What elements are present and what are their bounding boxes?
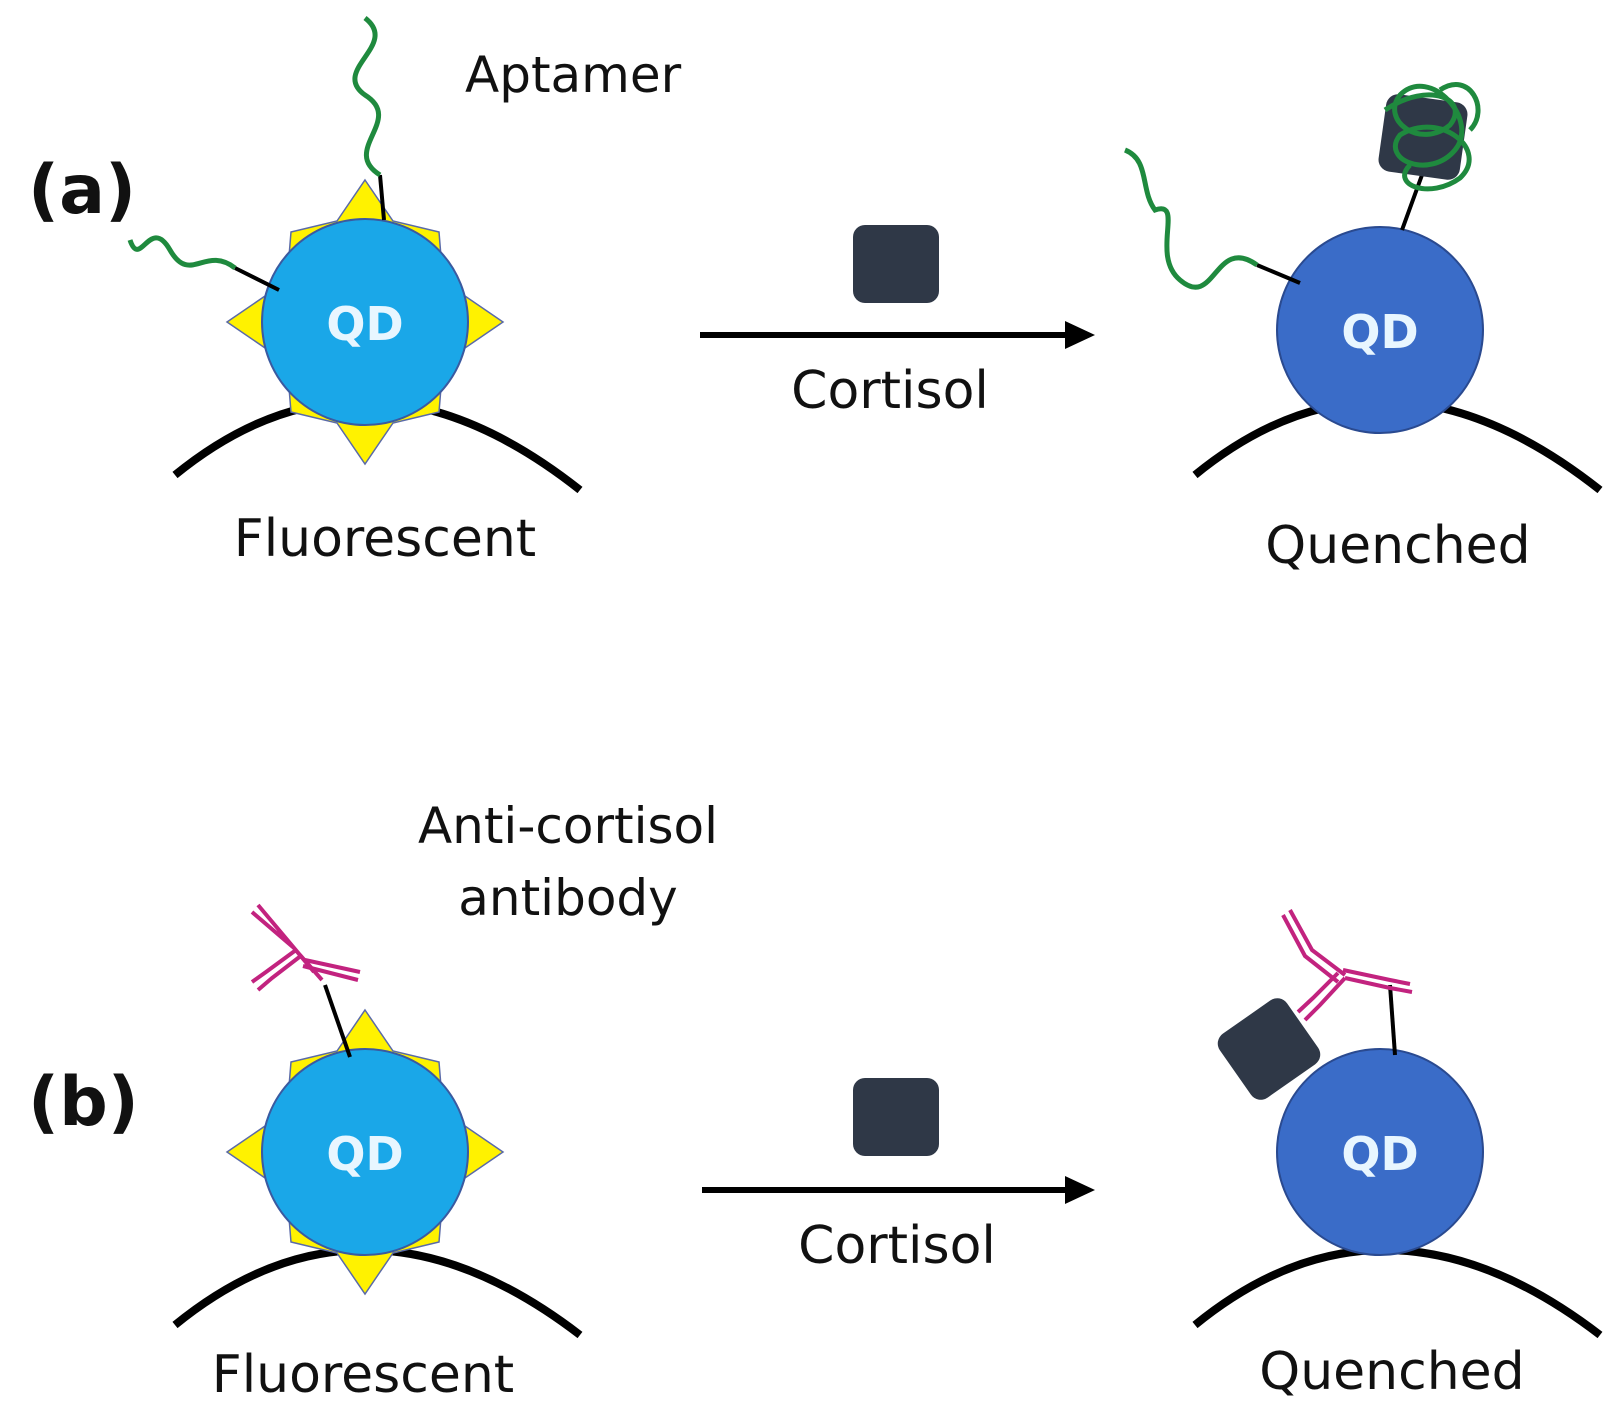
fluorescent-label: Fluorescent (212, 1345, 514, 1405)
cortisol-square-icon (853, 225, 939, 303)
reaction-arrow-b: Cortisol (702, 1078, 1095, 1276)
folded-aptamer-icon (1383, 82, 1481, 192)
antibody-icon (250, 903, 361, 992)
aptamer-strand-icon (127, 235, 237, 271)
antibody-label-line2: antibody (458, 869, 677, 927)
qd-label: QD (326, 297, 403, 351)
quantum-dot-icon (261, 218, 469, 426)
cortisol-label: Cortisol (798, 1216, 996, 1276)
cortisol-square-icon (853, 1078, 939, 1156)
fluorescent-label: Fluorescent (234, 509, 536, 569)
cortisol-label: Cortisol (791, 361, 989, 421)
quenched-qd-b: QD Quenched (1192, 909, 1603, 1402)
qd-label: QD (1341, 305, 1418, 359)
qd-label: QD (1341, 1127, 1418, 1181)
linker-line (1256, 263, 1301, 285)
quantum-dot-icon (1276, 226, 1484, 434)
quantum-dot-icon (1276, 1048, 1484, 1256)
aptamer-label: Aptamer (465, 46, 682, 104)
panel-a-label: (a) (28, 151, 136, 230)
quenched-label: Quenched (1259, 1342, 1524, 1402)
fluorescent-qd-a: QD Fluorescent (127, 16, 583, 569)
linker-line (323, 984, 352, 1058)
linker-line (234, 266, 280, 292)
quantum-dot-icon (261, 1048, 469, 1256)
arrow-head-icon (1065, 321, 1095, 349)
surface-curve-icon (1192, 1246, 1603, 1339)
reaction-arrow-a: Cortisol (700, 225, 1095, 421)
quenched-label: Quenched (1265, 516, 1530, 576)
quenched-qd-a: QD Quenched (1123, 82, 1603, 576)
linker-line (378, 174, 386, 221)
arrow-head-icon (1065, 1176, 1095, 1204)
linker-line (1400, 174, 1424, 231)
antibody-label-line1: Anti-cortisol (418, 797, 718, 855)
linker-line (1388, 984, 1397, 1056)
aptamer-strand-icon (352, 16, 382, 178)
qd-label: QD (326, 1127, 403, 1181)
antibody-icon (1281, 909, 1413, 1022)
bound-cortisol-icon (1217, 998, 1321, 1100)
panel-a: (a) Aptamer QD Fluorescent Cortisol (28, 16, 1603, 576)
aptamer-strand-icon (1123, 147, 1259, 290)
fluorescent-qd-b: QD Fluorescent (172, 903, 583, 1405)
panel-b: (b) Anti-cortisol antibody QD Fluorescen… (28, 797, 1603, 1405)
panel-b-label: (b) (28, 1063, 139, 1142)
